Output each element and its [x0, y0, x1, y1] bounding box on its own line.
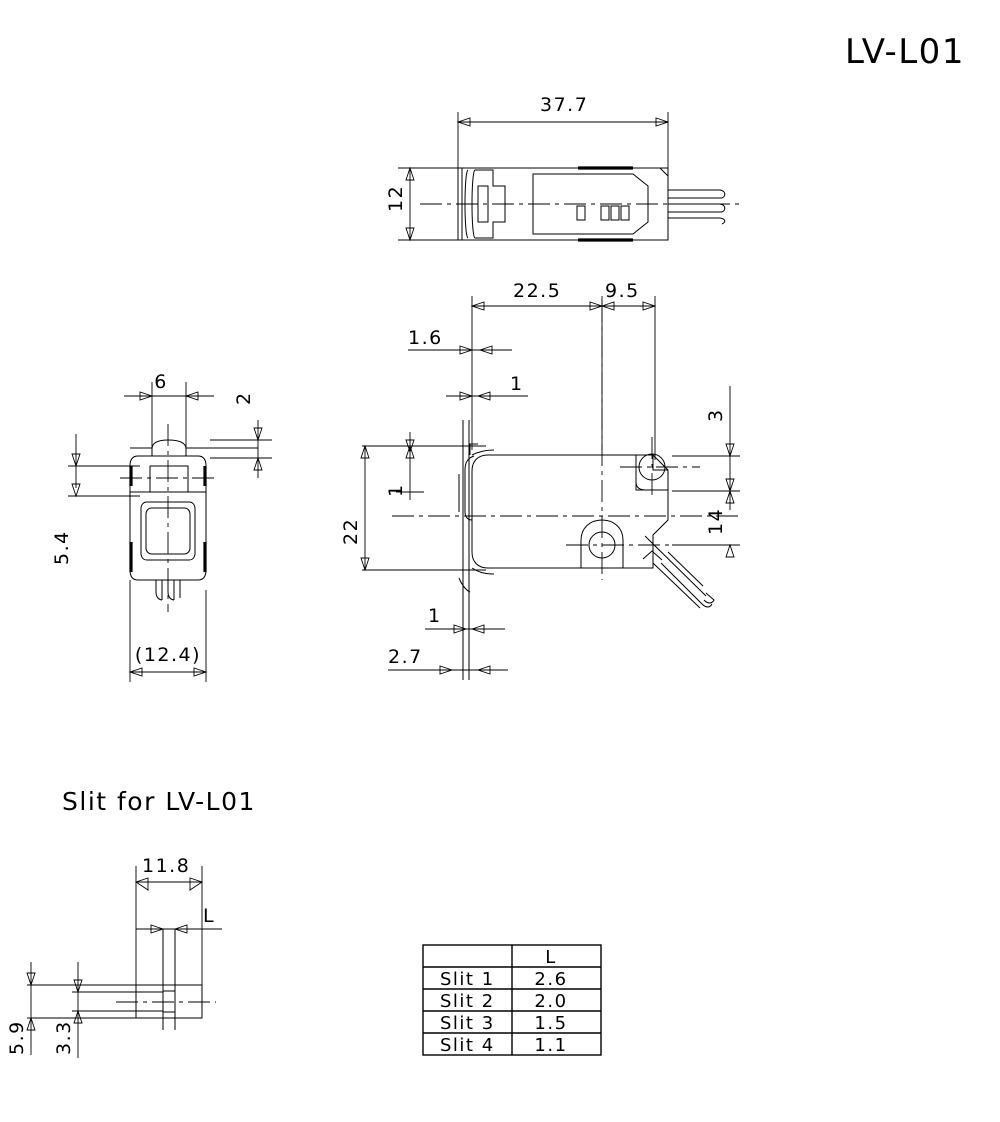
dimension-22-5: 22.5 [470, 280, 604, 450]
side-view-curve-bottom [471, 567, 495, 575]
dimension-22-label: 22 [340, 518, 362, 545]
dimension-11-8-label: 11.8 [142, 855, 190, 877]
slit-table-cell-slit-2: Slit 2 [440, 991, 495, 1012]
dimension-1-top-label: 1 [510, 373, 524, 395]
dimension-L-label: L [203, 905, 215, 927]
slit-plate-front [135, 984, 203, 1019]
slit-table-cell-L-1: 2.6 [534, 969, 567, 990]
dimension-5-4: 5.4 [51, 434, 140, 565]
dimension-12-label: 12 [385, 185, 407, 212]
dimension-14-label: 14 [705, 508, 727, 535]
dimension-1-6: 1.6 [408, 327, 512, 355]
front-view-display-outer [140, 501, 196, 561]
slit-table: L Slit 1 2.6 Slit 2 2.0 Slit 3 1.5 Slit … [422, 944, 602, 1056]
top-view-led-1 [576, 205, 586, 221]
dimension-6: 6 [124, 371, 214, 450]
top-view-led-3 [610, 205, 620, 221]
slit-table-cell-slit-3: Slit 3 [440, 1013, 495, 1034]
slit-table-cell-slit-1: Slit 1 [440, 969, 495, 990]
dimension-6-label: 6 [154, 371, 168, 393]
dimension-1-6-label: 1.6 [408, 327, 443, 349]
dimension-14: 14 [672, 478, 740, 558]
top-view-chamfer [659, 167, 669, 177]
slit-view: 11.8 L 5.9 [6, 855, 222, 1058]
dimension-9-5: 9.5 [600, 280, 657, 460]
drawing-title: LV-L01 [845, 32, 965, 72]
slit-aperture [162, 990, 176, 1013]
top-view: 37.7 12 [385, 94, 742, 242]
front-view-body-outline [129, 455, 207, 581]
dimension-2-7: 2.7 [388, 646, 508, 675]
top-view-led-2 [600, 205, 610, 221]
dimension-5-9-label: 5.9 [6, 1020, 28, 1055]
dimension-2: 2 [210, 391, 272, 478]
side-view-top-tab [469, 443, 478, 455]
front-view-pin-1 [155, 580, 163, 601]
front-view: 6 2 5.4 [51, 371, 272, 682]
dimension-1-left: 1 [385, 432, 424, 500]
section-title: Slit for LV-L01 [62, 787, 256, 816]
front-view-lens-window [149, 465, 189, 493]
side-view: 22.5 9.5 1.6 1 [340, 280, 740, 680]
slit-table-cell-slit-4: Slit 4 [440, 1035, 495, 1056]
side-view-curve-top [471, 449, 495, 456]
dimension-12-4: (12.4) [128, 580, 208, 682]
side-view-head-block [464, 470, 473, 521]
dimension-2-label: 2 [233, 391, 255, 405]
dimension-37-7-label: 37.7 [540, 94, 588, 116]
side-view-cable [642, 535, 715, 609]
dimension-3-label: 3 [705, 408, 727, 422]
slit-table-cell-L-4: 1.1 [534, 1035, 567, 1056]
dimension-12-4-label: (12.4) [135, 644, 201, 666]
slit-table-header-L: L [545, 947, 557, 968]
dimension-37-7: 37.7 [456, 94, 670, 175]
side-view-fin-foot [458, 577, 471, 593]
dimension-L: L [136, 905, 222, 934]
dimension-1-top: 1 [446, 373, 528, 401]
slit-table-cell-L-3: 1.5 [534, 1013, 567, 1034]
dimension-2-7-label: 2.7 [388, 646, 423, 668]
dimension-12: 12 [385, 166, 468, 242]
front-view-top-nub [151, 439, 187, 456]
top-view-cable [668, 189, 726, 225]
dimension-22: 22 [340, 444, 486, 572]
side-view-body-outline [471, 454, 669, 569]
dimension-3: 3 [672, 386, 740, 510]
dimension-3-3: 3.3 [53, 962, 136, 1058]
top-view-led-4 [620, 205, 630, 221]
dimension-1-bottom: 1 [425, 605, 505, 634]
dimension-22-5-label: 22.5 [513, 280, 561, 302]
top-view-indicator-panel [532, 173, 649, 235]
dimension-1-bottom-label: 1 [428, 605, 442, 627]
dimension-3-3-label: 3.3 [53, 1020, 75, 1055]
dimension-5-4-label: 5.4 [51, 530, 73, 565]
dimension-9-5-label: 9.5 [605, 280, 640, 302]
dimension-1-left-label: 1 [385, 483, 407, 497]
front-view-pin-3 [167, 580, 175, 601]
front-view-display-inner [145, 507, 191, 555]
side-view-head-curve-top [464, 455, 475, 471]
slit-table-cell-L-2: 2.0 [534, 991, 567, 1012]
dimension-11-8: 11.8 [134, 855, 204, 985]
